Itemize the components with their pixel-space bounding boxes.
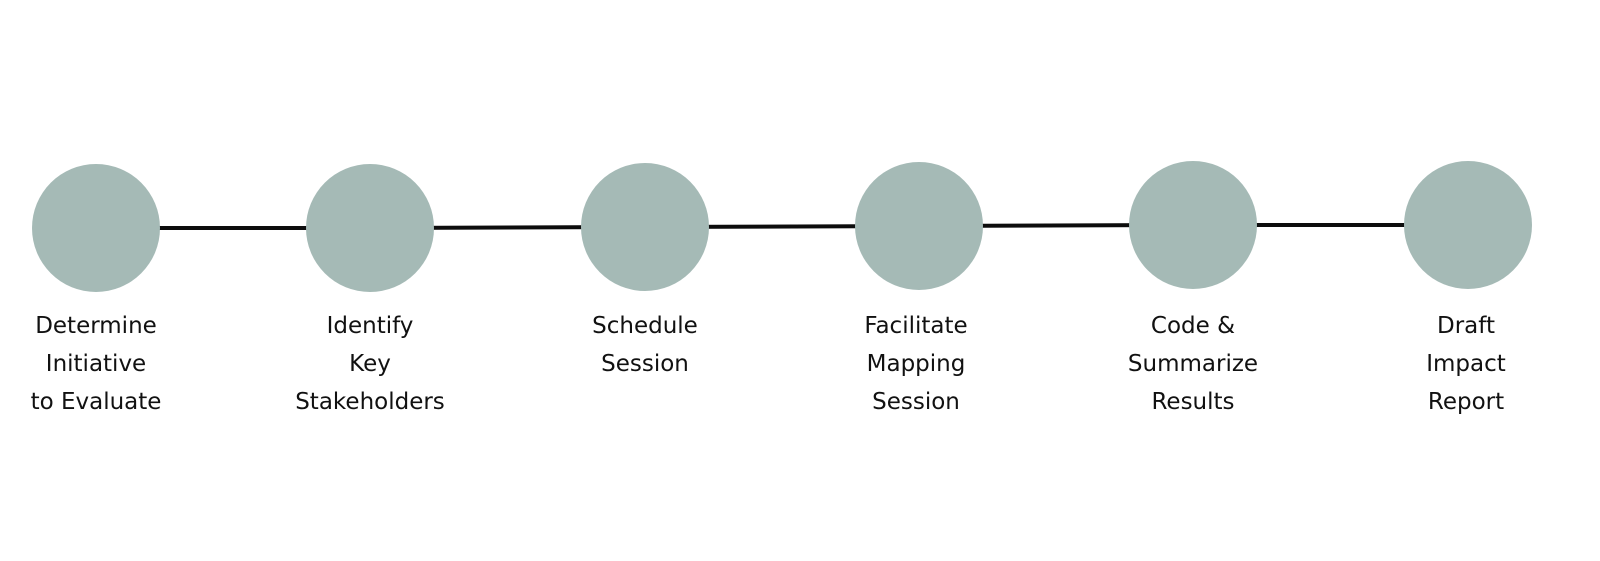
connectors — [96, 223, 1468, 230]
nodes — [32, 161, 1532, 292]
step-label-4: Facilitate Mapping Session — [864, 313, 968, 415]
step-label-2: Identify Key Stakeholders — [295, 313, 445, 415]
step-label-5: Code & Summarize Results — [1127, 313, 1259, 415]
step-node-4 — [855, 162, 983, 290]
step-node-6 — [1404, 161, 1532, 289]
step-label-3: Schedule Session — [592, 313, 698, 377]
step-node-1 — [32, 164, 160, 292]
step-label-1: Determine Initiative to Evaluate — [30, 313, 162, 415]
step-node-5 — [1129, 161, 1257, 289]
step-label-6: Draft Impact Report — [1426, 313, 1506, 415]
step-node-3 — [581, 163, 709, 291]
step-node-2 — [306, 164, 434, 292]
